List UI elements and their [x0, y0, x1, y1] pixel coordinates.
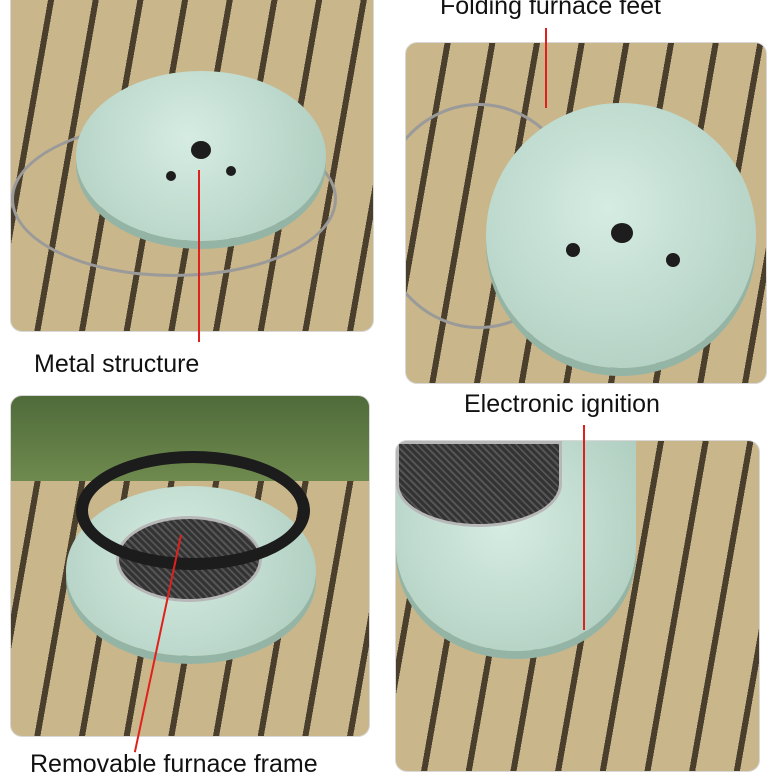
removable-frame-label: Removable furnace frame: [30, 750, 318, 778]
metal-structure-label: Metal structure: [34, 350, 200, 378]
folding-feet-arrow: [545, 28, 547, 108]
ignition-arrow: [583, 425, 585, 630]
stove-body: [396, 441, 636, 651]
photo-removable-frame: [10, 395, 370, 737]
folding-feet-label: Folding furnace feet: [440, 0, 661, 20]
electronic-ignition-label: Electronic ignition: [464, 390, 660, 418]
photo-electronic-ignition: [395, 440, 760, 772]
furnace-frame-ring: [76, 451, 310, 570]
metal-structure-arrow: [198, 170, 200, 342]
stove-body: [76, 71, 326, 241]
stove-bottom: [486, 103, 756, 368]
photo-folding-feet: [405, 42, 767, 384]
photo-metal-structure: [10, 0, 374, 332]
